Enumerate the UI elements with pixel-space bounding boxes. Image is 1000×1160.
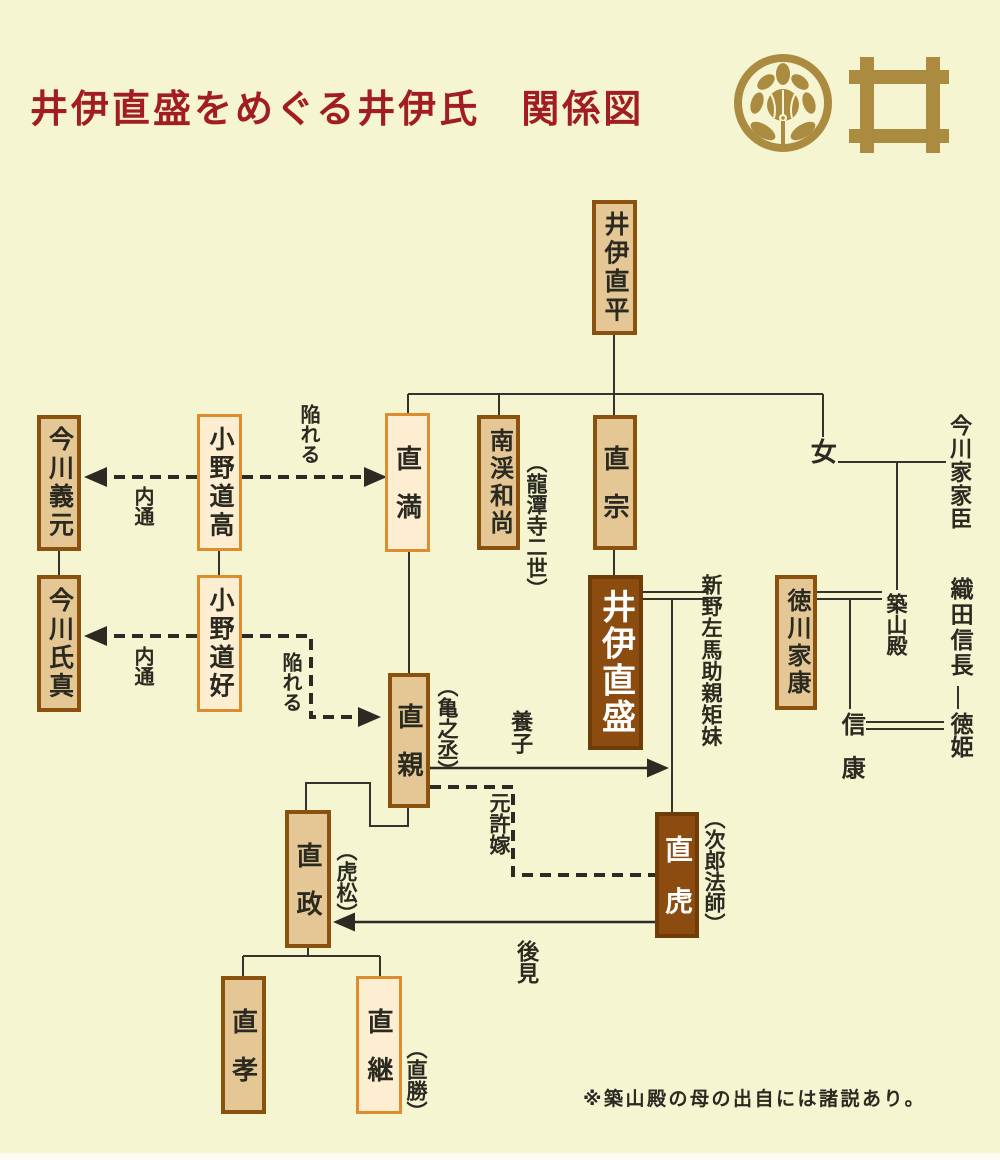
arrowhead-right [358, 707, 381, 727]
note-nankei: （龍潭寺二世） [524, 452, 548, 599]
node-tokugawa-ieyasu: 徳川家康 [775, 575, 817, 710]
crest-bar [860, 57, 874, 153]
crest-detail [781, 116, 785, 120]
node-nankei-osho: 南渓和尚 [477, 415, 520, 550]
node-naomune: 直宗 [593, 415, 637, 550]
node-label: 徳川家康 [783, 587, 810, 698]
node-imagawa-ujizane: 今川氏真 [37, 575, 81, 712]
node-label: 直宗 [600, 445, 630, 542]
node-naotaka: 直孝 [221, 976, 266, 1114]
crest-leaf [791, 74, 809, 90]
node-tsukiyama-dono: 築山殿 [884, 593, 908, 656]
note-naotora: （次郎法師） [702, 808, 726, 934]
dashed-line [242, 634, 358, 719]
node-label: 井伊直平 [601, 210, 629, 325]
crest-sepal [750, 92, 764, 114]
note-naomasa: （虎松） [334, 840, 358, 924]
dashed-intrigue-arrows [84, 467, 655, 877]
crest-detail [790, 93, 796, 119]
crest-leaf [757, 74, 775, 90]
node-label: 小野道好 [206, 586, 234, 701]
page-edge-strip [0, 1153, 1000, 1160]
node-label: 直親 [394, 703, 424, 800]
node-ono-michitaka: 小野道高 [197, 414, 242, 551]
arrowhead-left [84, 626, 107, 646]
adoption-arrow [430, 758, 669, 778]
crest-stem [781, 121, 785, 148]
label-guardian: 後見 [514, 940, 540, 984]
label-entrap-top: 陥れる [297, 404, 319, 464]
node-label: 直政 [293, 841, 323, 939]
node-oda-nobunaga: 織田信長 [947, 577, 974, 679]
node-ii-naomori: 井伊直盛 [588, 575, 643, 750]
node-ono-michiyoshi: 小野道好 [197, 575, 242, 712]
node-label: 直虎 [662, 834, 693, 939]
node-label: 直継 [364, 1007, 394, 1105]
arrowhead-right [647, 758, 669, 778]
node-label: 直孝 [228, 1007, 259, 1105]
descent-lines [58, 335, 959, 978]
crest-leaf [790, 121, 816, 141]
tachibana-crest-icon [734, 54, 832, 152]
arrowhead-left [333, 912, 355, 932]
crest-detail [770, 93, 776, 119]
node-imagawa-yoshimoto: 今川義元 [37, 415, 81, 551]
crest-leaf [776, 63, 790, 85]
footnote: ※築山殿の母の出自には諸説あり。 [583, 1089, 927, 1110]
node-naomasa: 直政 [285, 810, 331, 948]
label-adoption: 養子 [508, 710, 534, 754]
node-onna: 女 [807, 438, 838, 464]
crest-bar [926, 57, 940, 153]
node-naotsugu: 直継 [356, 976, 402, 1114]
page-title: 井伊直盛をめぐる井伊氏 関係図 [30, 89, 645, 131]
naochika-naomasa-link [305, 782, 409, 827]
node-label: 今川義元 [45, 426, 74, 540]
label-former-fiancee: 元許嫁 [487, 792, 511, 855]
node-label: 井伊直盛 [596, 589, 635, 736]
crest-leaf [750, 121, 776, 141]
note-naochika: （亀之丞） [435, 676, 459, 781]
node-label: 今川氏真 [45, 586, 74, 701]
crest-sepal [802, 92, 816, 114]
label-collude-top: 内通 [131, 486, 153, 526]
node-label: 南渓和尚 [485, 427, 513, 538]
label-entrap-bottom: 陥れる [279, 652, 301, 712]
node-label: 小野道高 [206, 425, 234, 540]
igeta-well-crest-icon [849, 57, 949, 153]
node-imagawa-kashin: 今川家家臣 [947, 414, 973, 531]
node-tokuhime: 徳姫 [947, 712, 974, 758]
former-fiancee-dashed-line [430, 785, 655, 877]
node-niino-imouto: 新野左馬助親矩妹 [699, 574, 723, 748]
node-naotora: 直虎 [655, 812, 699, 939]
label-collude-bottom: 内通 [131, 646, 153, 686]
note-naotsugu: （直勝） [404, 1038, 428, 1122]
marriage-double-lines [641, 591, 944, 730]
guardian-arrow [333, 912, 655, 932]
node-label: 直満 [392, 445, 423, 542]
node-naomitsu: 直満 [385, 413, 430, 552]
node-naochika: 直親 [388, 673, 430, 808]
arrowhead-right [364, 467, 387, 487]
arrowhead-left [84, 467, 107, 487]
node-nobuyasu: 信康 [837, 712, 865, 799]
node-ii-naohira: 井伊直平 [592, 200, 637, 335]
